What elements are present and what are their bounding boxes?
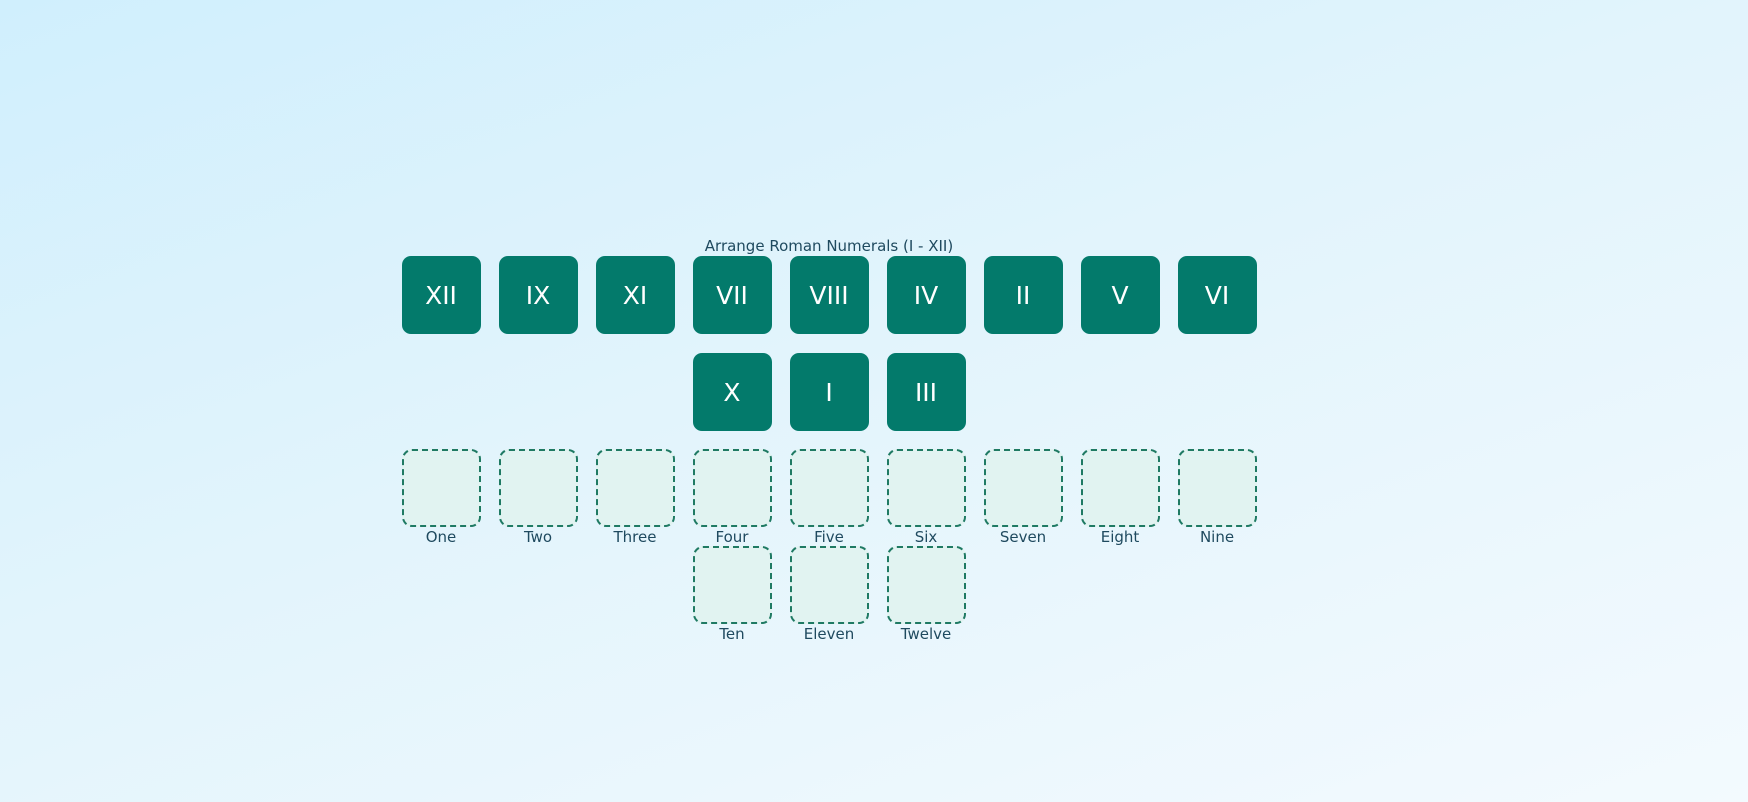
slot-label: Six [914,528,938,546]
drop-slot-two: Two [498,449,578,546]
numeral-tile[interactable]: I [789,353,869,431]
numeral-tile[interactable]: XI [595,256,675,334]
slot-label: Eight [1100,528,1140,546]
slot-label: Four [715,528,749,546]
drop-zone[interactable] [692,546,772,624]
slot-label: Twelve [900,625,952,643]
drop-zone[interactable] [595,449,675,527]
drop-slot-six: Six [886,449,966,546]
numeral-tile[interactable]: VI [1177,256,1257,334]
numeral-tile[interactable]: IV [886,256,966,334]
numeral-tile[interactable]: VII [692,256,772,334]
drop-zone[interactable] [886,449,966,527]
slot-label: One [425,528,457,546]
drop-slot-one: One [401,449,481,546]
numeral-tile[interactable]: X [692,353,772,431]
numeral-tile[interactable]: V [1080,256,1160,334]
numeral-tile[interactable]: IX [498,256,578,334]
numeral-tile[interactable]: VIII [789,256,869,334]
numeral-tile-tray: XII IX XI VII VIII IV II V VI X I III [354,256,1304,431]
drop-slot-nine: Nine [1177,449,1257,546]
page-title: Arrange Roman Numerals (I - XII) [704,237,954,255]
slot-label: Ten [719,625,745,643]
slot-label: Two [523,528,553,546]
drop-slot-three: Three [595,449,675,546]
slot-label: Seven [999,528,1047,546]
numeral-tile[interactable]: II [983,256,1063,334]
drop-slot-eleven: Eleven [789,546,869,643]
drop-zone[interactable] [1080,449,1160,527]
drop-zone[interactable] [983,449,1063,527]
slot-label: Five [814,528,844,546]
slot-label: Eleven [803,625,855,643]
drop-slot-grid: One Two Three Four Five Six Seven Eight … [354,449,1304,643]
drop-zone[interactable] [498,449,578,527]
slot-label: Nine [1199,528,1235,546]
numeral-tile[interactable]: XII [401,256,481,334]
drop-zone[interactable] [789,449,869,527]
drop-zone[interactable] [886,546,966,624]
drop-slot-ten: Ten [692,546,772,643]
drop-slot-eight: Eight [1080,449,1160,546]
drop-slot-seven: Seven [983,449,1063,546]
drop-slot-twelve: Twelve [886,546,966,643]
slot-label: Three [613,528,657,546]
drop-zone[interactable] [789,546,869,624]
drop-slot-four: Four [692,449,772,546]
drop-zone[interactable] [1177,449,1257,527]
numeral-tile[interactable]: III [886,353,966,431]
drop-slot-five: Five [789,449,869,546]
drop-zone[interactable] [692,449,772,527]
drop-zone[interactable] [401,449,481,527]
